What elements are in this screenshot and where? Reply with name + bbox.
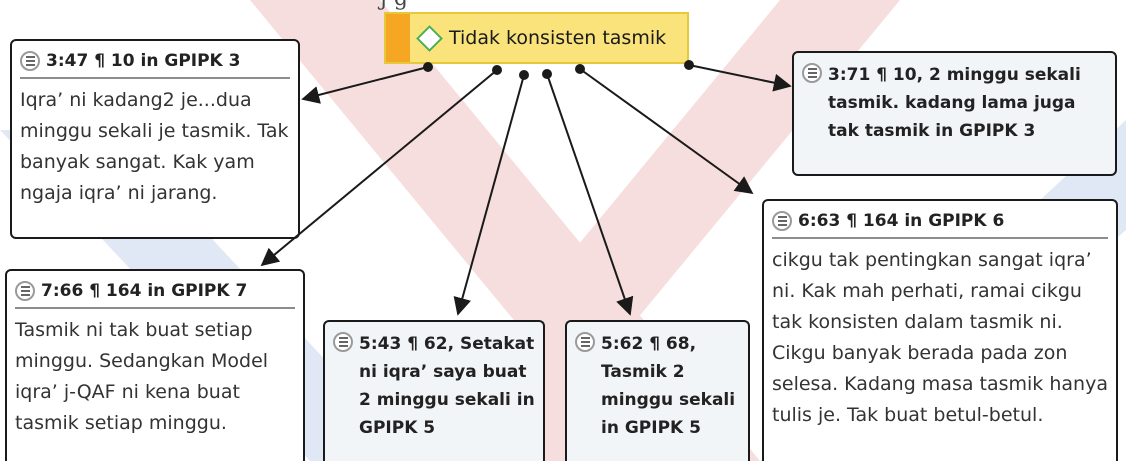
quotation-icon — [20, 51, 40, 71]
quotation-node-q5[interactable]: 5:43 ¶ 62, Setakat ni iqra’ saya buat 2 … — [323, 320, 545, 461]
quotation-node-q1[interactable]: 3:47 ¶ 10 in GPIPK 3 Iqra’ ni kadang2 je… — [10, 39, 300, 239]
divider — [20, 77, 290, 79]
quotation-ref: 5:62 ¶ 68, Tasmik 2 minggu sekali in GPI… — [601, 334, 736, 438]
code-color-stripe — [386, 14, 410, 62]
quotation-ref: 3:71 ¶ 10, 2 minggu sekali tasmik. kadan… — [828, 65, 1081, 141]
divider — [15, 307, 295, 309]
quotation-icon — [15, 281, 35, 301]
quotation-text: Tasmik ni tak buat setiap minggu. Sedang… — [15, 319, 269, 434]
code-label: Tidak konsisten tasmik — [449, 27, 667, 49]
code-node-tidak-konsisten-tasmik[interactable]: Tidak konsisten tasmik — [384, 12, 689, 64]
quotation-text: Iqra’ ni kadang2 je...dua minggu sekali … — [20, 89, 289, 204]
quotation-icon — [333, 332, 353, 352]
quotation-icon — [802, 63, 822, 83]
quotation-ref: 5:43 ¶ 62, Setakat ni iqra’ saya buat 2 … — [359, 334, 535, 438]
quotation-node-q2[interactable]: 3:71 ¶ 10, 2 minggu sekali tasmik. kadan… — [792, 51, 1117, 176]
quotation-icon — [575, 332, 595, 352]
quotation-node-q3[interactable]: 6:63 ¶ 164 in GPIPK 6 cikgu tak pentingk… — [762, 199, 1118, 461]
quotation-node-q6[interactable]: 5:62 ¶ 68, Tasmik 2 minggu sekali in GPI… — [565, 320, 750, 461]
quotation-ref: 3:47 ¶ 10 in GPIPK 3 — [46, 51, 241, 71]
quotation-text: cikgu tak pentingkan sangat iqra’ ni. Ka… — [772, 249, 1108, 426]
cropped-title-fragment: j g — [380, 0, 408, 11]
quotation-ref: 6:63 ¶ 164 in GPIPK 6 — [798, 211, 1005, 231]
quotation-node-q4[interactable]: 7:66 ¶ 164 in GPIPK 7 Tasmik ni tak buat… — [5, 269, 305, 461]
code-diamond-icon — [416, 24, 443, 52]
quotation-ref: 7:66 ¶ 164 in GPIPK 7 — [41, 281, 248, 301]
divider — [772, 237, 1108, 239]
quotation-icon — [772, 211, 792, 231]
